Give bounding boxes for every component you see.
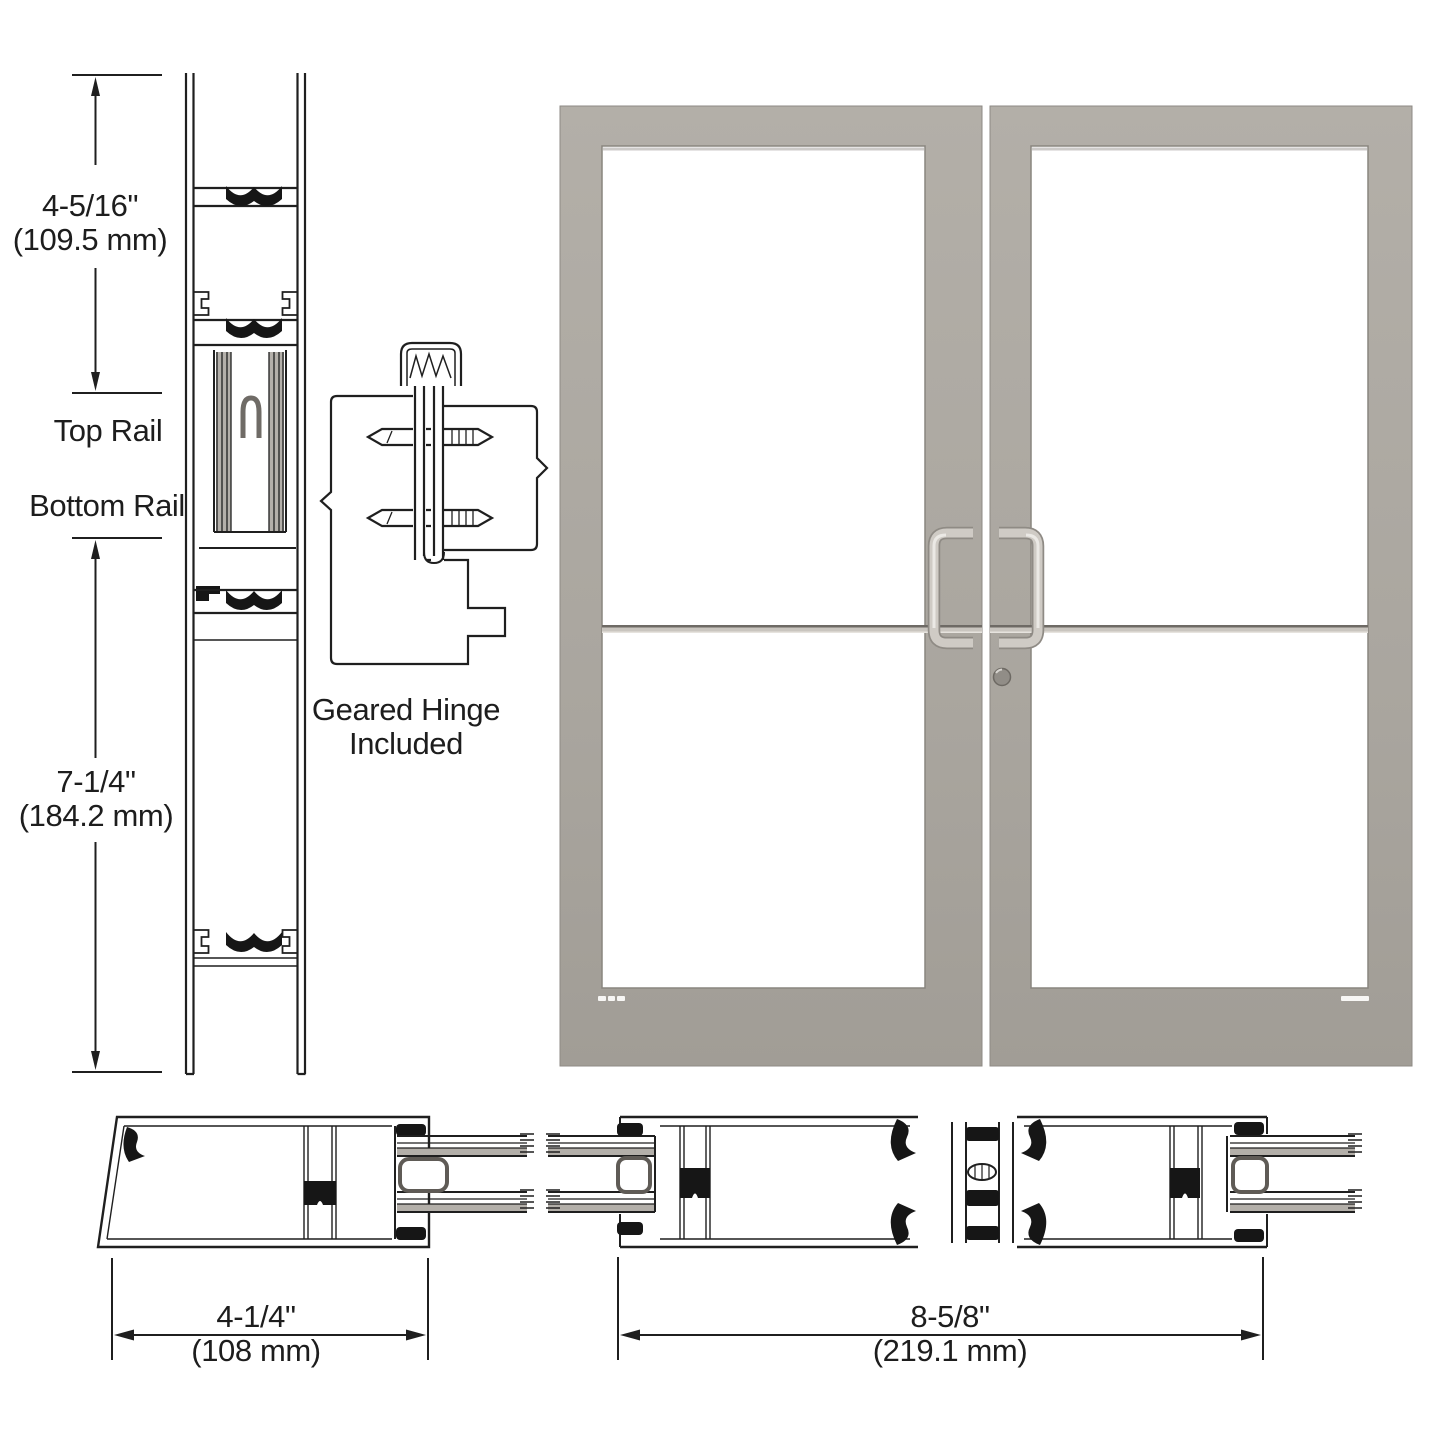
bottom-rail-dimension-mm: (184.2 mm) bbox=[18, 798, 174, 833]
right-door-glass bbox=[1030, 145, 1369, 989]
hinge-screw-bottom bbox=[365, 508, 495, 528]
bottom-rail-label: Bottom Rail bbox=[29, 488, 185, 523]
door-pull-handle-left bbox=[927, 526, 973, 650]
section-glass-left-detail bbox=[397, 1133, 534, 1213]
stile-width-dimension bbox=[111, 1258, 429, 1360]
right-door-bottom-mark bbox=[1341, 996, 1369, 1001]
lock-cylinder bbox=[992, 667, 1012, 687]
left-door-bottom-marks bbox=[598, 996, 625, 1001]
geared-hinge-detail bbox=[319, 341, 549, 666]
bottom-rail-dimension bbox=[72, 537, 162, 1073]
glass-edge-stack bbox=[216, 352, 284, 532]
top-rail-dimension-label: 4-5/16" (109.5 mm) bbox=[12, 188, 168, 257]
right-door-mid-rail bbox=[990, 625, 1368, 633]
top-rail-dimension-mm: (109.5 mm) bbox=[12, 222, 168, 257]
top-rail-label: Top Rail bbox=[53, 413, 163, 448]
stile-cross-section bbox=[96, 1115, 534, 1249]
double-door-elevation bbox=[559, 105, 1413, 1067]
top-rail-dimension bbox=[72, 74, 162, 394]
bottom-rail-dimension-label: 7-1/4" (184.2 mm) bbox=[18, 764, 174, 833]
geared-hinge-note-line2: Included bbox=[348, 726, 463, 761]
door-pull-handle-right bbox=[999, 526, 1045, 650]
stile-width-dimension-label: 4-1/4" (108 mm) bbox=[191, 1299, 321, 1368]
meeting-stiles-cross-section bbox=[546, 1115, 1362, 1249]
geared-hinge-note-line1: Geared Hinge bbox=[311, 692, 501, 727]
bottom-rail-dimension-inches: 7-1/4" bbox=[56, 764, 136, 799]
pair-width-dimension bbox=[617, 1257, 1264, 1360]
section-glass-leaving bbox=[1230, 1133, 1362, 1213]
right-door bbox=[989, 105, 1413, 1067]
right-meeting-stile-section bbox=[1017, 1115, 1268, 1249]
geared-hinge-note: Geared Hinge Included bbox=[311, 692, 501, 761]
top-rail-dimension-inches: 4-5/16" bbox=[41, 188, 139, 223]
pair-width-dimension-mm: (219.1 mm) bbox=[872, 1333, 1028, 1368]
pair-width-dimension-label: 8-5/8" (219.1 mm) bbox=[872, 1299, 1028, 1368]
stile-width-dimension-mm: (108 mm) bbox=[191, 1333, 321, 1368]
stile-width-dimension-inches: 4-1/4" bbox=[216, 1299, 296, 1334]
left-door-glass bbox=[601, 145, 926, 989]
left-door bbox=[559, 105, 983, 1067]
left-door-mid-rail bbox=[602, 625, 982, 633]
pair-width-dimension-inches: 8-5/8" bbox=[910, 1299, 990, 1334]
left-meeting-stile-section bbox=[617, 1115, 918, 1249]
vertical-rail-section bbox=[184, 73, 307, 1076]
section-glass-entering bbox=[546, 1133, 655, 1213]
hinge-screw-top bbox=[365, 427, 495, 447]
meeting-stile-interlock bbox=[951, 1122, 1014, 1243]
